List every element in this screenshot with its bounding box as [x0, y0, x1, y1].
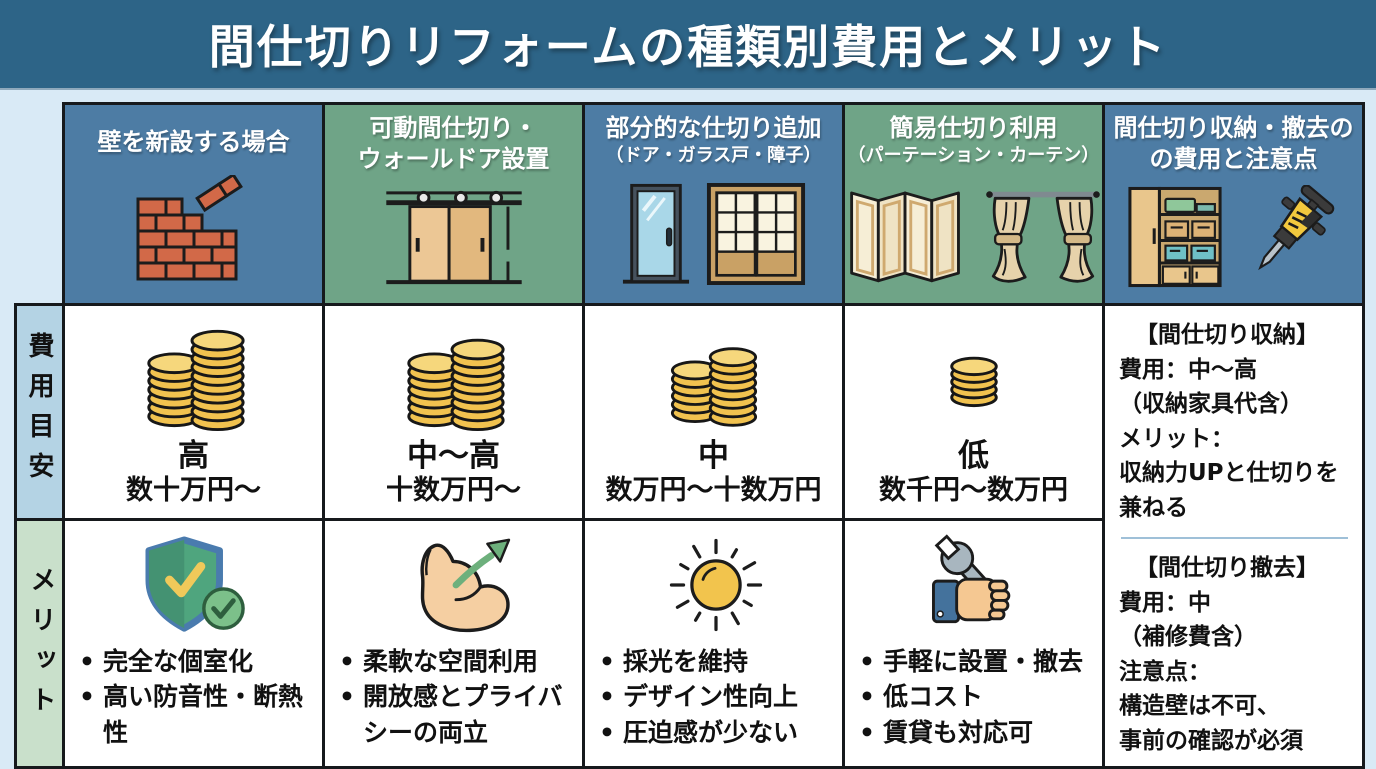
- column-header-movable-partition: 可動間仕切り・ ウォールドア設置: [322, 102, 585, 306]
- merit-cell-movable-partition: •柔軟な空間利用 •開放感とプライバシーの両立: [322, 518, 585, 769]
- shoji-screen-icon: [706, 182, 805, 285]
- notes-line: （収納家具代含）: [1119, 391, 1303, 417]
- notes-line: 費用：中〜高: [1119, 356, 1257, 383]
- column-title: 可動間仕切り・: [369, 114, 538, 142]
- notes-line: メリット：: [1119, 425, 1234, 452]
- muscle-arm-icon: [419, 538, 510, 632]
- notes-divider: [1121, 537, 1348, 539]
- merit-cell-partial-partition: •採光を維持 •デザイン性向上 •圧迫感が少ない: [582, 518, 845, 769]
- column-title-line2: ウォールドア設置: [357, 145, 550, 174]
- merit-cell-simple-partition: •手軽に設置・撤去 •低コスト •賃貸も対応可: [842, 518, 1105, 769]
- coin-stack-mid-high-icon: [406, 338, 505, 432]
- row-label-merit: メリット: [14, 518, 65, 769]
- notes-line: 事前の確認が必須: [1119, 727, 1303, 754]
- cost-range: 数万円〜十数万円: [605, 474, 822, 506]
- notes-storage-section: 【間仕切り収納】 費用：中〜高 （収納家具代含） メリット： 収納力UPと仕切り…: [1119, 318, 1350, 525]
- cost-cell-new-wall: 高 数十万円〜: [62, 302, 325, 522]
- column-header-new-wall: 壁を新設する場合: [62, 102, 325, 306]
- merit-item: •低コスト: [859, 682, 984, 712]
- coin-stack-low-icon: [949, 356, 998, 408]
- column-title: 間仕切り収納・撤去の: [1113, 114, 1354, 142]
- column-header-simple-partition: 簡易仕切り利用 （パーテーション・カーテン）: [842, 102, 1105, 306]
- jackhammer-icon: [1257, 185, 1334, 271]
- merit-item: •デザイン性向上: [599, 682, 799, 712]
- merit-item: •完全な個室化: [79, 646, 254, 676]
- merit-cell-new-wall: •完全な個室化 •高い防音性・断熱性: [62, 518, 325, 769]
- table-corner-spacer: [16, 104, 64, 305]
- notes-cell-storage-removal: 【間仕切り収納】 費用：中〜高 （収納家具代含） メリット： 収納力UPと仕切り…: [1102, 303, 1365, 769]
- column-header-storage-removal: 間仕切り収納・撤去の の費用と注意点: [1102, 102, 1365, 306]
- cost-range: 十数万円〜: [386, 474, 521, 506]
- cost-level: 中〜高: [407, 438, 500, 475]
- coin-stack-mid-icon: [670, 347, 757, 427]
- curtain-icon: [985, 191, 1100, 283]
- folding-partition-icon: [849, 191, 960, 282]
- shield-check-icon: [144, 536, 245, 632]
- column-header-partial-partition: 部分的な仕切り追加 （ドア・ガラス戸・障子）: [582, 102, 845, 306]
- notes-line: 構造壁は不可、: [1119, 693, 1280, 719]
- notes-heading: 【間仕切り収納】: [1135, 322, 1319, 348]
- column-title-line2: の費用と注意点: [1149, 145, 1318, 174]
- notes-line: 費用：中: [1119, 589, 1211, 616]
- cost-level: 中: [698, 438, 729, 475]
- merit-item: •賃貸も対応可: [859, 717, 1034, 747]
- storage-shelf-icon: [1127, 187, 1222, 288]
- hand-wrench-icon: [931, 534, 1010, 623]
- merit-item: •圧迫感が少ない: [599, 717, 799, 747]
- cost-range: 数千円〜数万円: [879, 474, 1068, 506]
- brick-wall-icon: [136, 174, 243, 281]
- column-title: 部分的な仕切り追加: [605, 114, 822, 142]
- glass-door-icon: [622, 183, 689, 284]
- cost-cell-movable-partition: 中〜高 十数万円〜: [322, 302, 585, 522]
- notes-line: 注意点：: [1119, 658, 1211, 685]
- page-title: 間仕切りリフォームの種類別費用とメリット: [208, 20, 1168, 74]
- sliding-wall-door-icon: [385, 191, 522, 285]
- cost-range: 数十万円〜: [126, 474, 261, 506]
- sun-icon: [669, 538, 762, 631]
- cost-cell-partial-partition: 中 数万円〜十数万円: [582, 302, 845, 522]
- comparison-table: 壁を新設する場合: [14, 102, 1365, 769]
- column-title: 壁を新設する場合: [97, 128, 290, 156]
- column-title-line2: （パーテーション・カーテン）: [847, 145, 1100, 167]
- column-title: 簡易仕切り利用: [889, 114, 1058, 142]
- coin-stack-high-icon: [146, 330, 245, 432]
- row-label-cost: 費用目安: [14, 302, 65, 522]
- merit-item: •開放感とプライバシーの両立: [339, 682, 563, 747]
- notes-heading: 【間仕切り撤去】: [1135, 555, 1319, 581]
- title-bar: 間仕切りリフォームの種類別費用とメリット: [0, 0, 1376, 90]
- column-title-line2: （ドア・ガラス戸・障子）: [605, 145, 822, 167]
- notes-line: （補修費含）: [1119, 624, 1257, 650]
- cost-cell-simple-partition: 低 数千円〜数万円: [842, 302, 1105, 522]
- notes-removal-section: 【間仕切り撤去】 費用：中 （補修費含） 注意点： 構造壁は不可、 事前の確認が…: [1119, 551, 1350, 758]
- cost-level: 低: [958, 438, 989, 475]
- merit-item: •高い防音性・断熱性: [79, 682, 304, 747]
- merit-item: •柔軟な空間利用: [339, 646, 539, 676]
- cost-level: 高: [178, 438, 209, 475]
- merit-item: •手軽に設置・撤去: [859, 646, 1084, 676]
- notes-line: 収納力UPと仕切りを兼ねる: [1119, 460, 1339, 521]
- merit-item: •採光を維持: [599, 646, 749, 676]
